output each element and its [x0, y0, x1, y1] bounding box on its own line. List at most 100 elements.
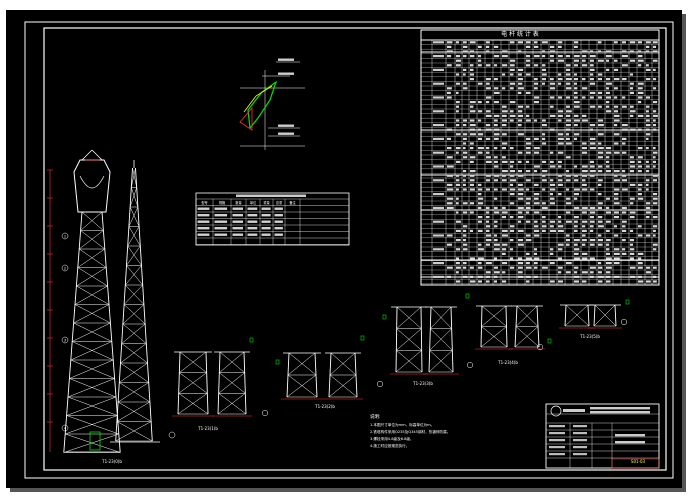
material-cell-text — [274, 220, 283, 223]
table-cell-text — [486, 239, 492, 242]
table-cell-text — [486, 114, 492, 117]
tower-side — [110, 160, 176, 443]
table-cell-text — [598, 206, 603, 209]
table-cell-text — [653, 243, 658, 246]
table-cell-text — [456, 55, 461, 58]
table-cell-text — [470, 174, 475, 177]
table-cell-text — [456, 188, 459, 191]
table-cell-text — [486, 275, 490, 278]
table-cell-text — [630, 170, 635, 173]
table-cell-text — [606, 68, 610, 71]
tower-label-section-f: T1-23(5)b — [579, 334, 600, 339]
table-cell-text — [550, 105, 554, 108]
table-cell-text — [574, 133, 580, 136]
table-cell-text — [646, 183, 649, 186]
table-cell-text — [456, 119, 460, 122]
table-cell-text — [630, 160, 635, 163]
table-cell-text — [518, 220, 522, 223]
table-cell-text — [456, 73, 460, 76]
table-cell-text — [486, 82, 490, 85]
tower-side-brace — [119, 362, 148, 383]
table-cell-text — [574, 257, 580, 260]
table-row-label — [433, 165, 444, 168]
table-cell-text — [598, 73, 603, 76]
tower-side-brace — [120, 343, 147, 364]
tower-side-brace — [129, 206, 140, 227]
table-cell-text — [622, 170, 626, 173]
table-cell-text — [606, 105, 610, 108]
table-cell-text — [463, 179, 466, 182]
table-cell-text — [653, 174, 658, 177]
table-cell-text — [526, 119, 531, 122]
tower-section-b2-brace — [217, 393, 246, 415]
table-cell-text — [638, 275, 642, 278]
table-cell-text — [470, 147, 474, 150]
tower-main-ladder — [89, 431, 101, 451]
table-cell-text — [614, 211, 619, 214]
table-cell-text — [566, 202, 572, 205]
table-cell-text — [478, 55, 482, 58]
table-cell-text — [456, 179, 460, 182]
table-cell-text — [463, 243, 468, 246]
tower-section-c2-brace — [329, 374, 358, 398]
table-cell-text — [614, 252, 620, 255]
table-cell-text — [456, 41, 460, 44]
table-cell-text — [526, 252, 530, 255]
circle-marker — [536, 343, 544, 351]
table-cell-text — [582, 225, 586, 228]
tower-side-leg — [130, 167, 133, 188]
note-4: 4.施工时应按规范执行。 — [370, 443, 409, 448]
table-cell-text — [463, 183, 466, 186]
table-cell-text — [558, 78, 563, 81]
tower-side-leg — [149, 401, 152, 422]
table-cell-text — [550, 87, 556, 90]
table-cell-text — [502, 64, 508, 67]
table-cell-text — [534, 262, 538, 265]
table-cell-text — [630, 110, 636, 113]
table-cell-text — [598, 266, 603, 269]
table-cell-text — [463, 262, 467, 265]
table-cell-text — [550, 160, 554, 163]
tower-main-brace — [69, 378, 117, 398]
table-cell-text — [463, 151, 468, 154]
table-cell-text — [550, 280, 555, 283]
table-cell-text — [550, 151, 554, 154]
note-3: 3.螺栓采用4.8级及6.8级。 — [370, 436, 414, 441]
table-cell-text — [510, 114, 516, 117]
table-frame — [420, 29, 660, 286]
tower-main-brace — [70, 359, 115, 379]
table-cell-text — [470, 202, 475, 205]
table-cell-text — [582, 64, 588, 67]
table-cell-text — [534, 252, 538, 255]
table-cell-text — [518, 239, 524, 242]
table-cell-text — [534, 202, 540, 205]
table-cell-text — [518, 68, 524, 71]
table-cell-text — [566, 179, 571, 182]
table-cell-text — [558, 55, 563, 58]
tower-section-c1-brace — [286, 374, 317, 398]
table-cell-text — [534, 229, 540, 232]
tower-side-brace — [125, 284, 145, 305]
table-cell-text — [614, 59, 618, 62]
table-cell-text — [590, 160, 595, 163]
table-cell-text — [494, 165, 499, 168]
table-cell-text — [534, 45, 539, 48]
table-cell-text — [614, 188, 620, 191]
table-cell-text — [494, 188, 498, 191]
table-cell-text — [478, 193, 482, 196]
table-cell-text — [470, 73, 475, 76]
table-cell-text — [470, 68, 474, 71]
table-cell-text — [486, 101, 490, 104]
table-cell-text — [542, 68, 547, 71]
table-cell-text — [550, 82, 556, 85]
table-cell-text — [582, 179, 586, 182]
table-cell-text — [653, 193, 658, 196]
material-cell-text — [214, 227, 228, 230]
table-cell-text — [502, 73, 506, 76]
table-cell-text — [447, 156, 453, 159]
table-cell-text — [606, 55, 612, 58]
table-cell-text — [574, 174, 579, 177]
table-cell-text — [470, 179, 475, 182]
table-cell-text — [614, 248, 620, 251]
table-cell-text — [638, 50, 642, 53]
